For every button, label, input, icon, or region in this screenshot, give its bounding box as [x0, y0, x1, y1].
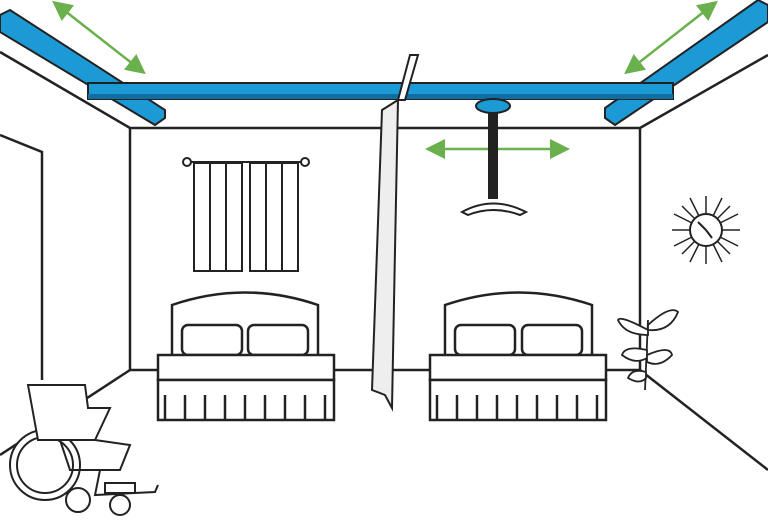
window	[182, 157, 310, 272]
traverse-rail	[87, 82, 674, 100]
plant	[617, 309, 680, 391]
motion-arrow	[52, 0, 146, 75]
door-frame	[0, 133, 44, 380]
bed-right	[428, 291, 608, 422]
motion-arrow	[624, 0, 718, 75]
privacy-curtain	[370, 54, 420, 412]
bed-left	[156, 291, 336, 422]
wheelchair	[9, 384, 159, 516]
lift-hanger	[459, 98, 529, 217]
clock	[672, 196, 740, 264]
side-rail-right	[604, 0, 768, 127]
